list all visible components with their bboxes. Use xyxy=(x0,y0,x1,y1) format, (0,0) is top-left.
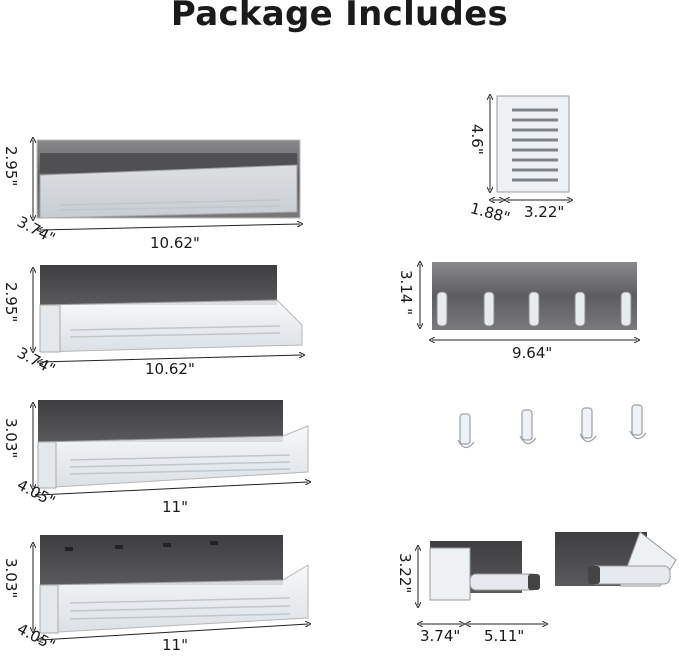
shelf-4-width-label: 11" xyxy=(162,636,188,654)
razor-holder-width-label: 3.22" xyxy=(524,203,565,221)
shelf-2-width-label: 10.62" xyxy=(145,360,195,378)
shelf-1-height-label: 2.95" xyxy=(2,146,20,187)
shelf-4-illustration xyxy=(33,535,308,640)
shelf-3-illustration xyxy=(33,400,308,495)
razor-holder-illustration xyxy=(490,96,570,200)
shelf-3-height-label: 3.03" xyxy=(2,418,20,459)
hook-rack-illustration xyxy=(420,262,637,340)
paper-holder-height-label: 3.22" xyxy=(396,553,414,594)
shelf-1-illustration xyxy=(33,140,300,230)
shelf-1-width-label: 10.62" xyxy=(150,234,200,252)
hook-rack-width-label: 9.64" xyxy=(512,344,553,362)
paper-holder-depth-label: 3.74" xyxy=(420,627,461,645)
shelf-2-illustration xyxy=(33,265,302,362)
shelf-4-height-label: 3.03" xyxy=(2,558,20,599)
hook-rack-height-label: 3.14 " xyxy=(397,270,415,316)
shelf-3-width-label: 11" xyxy=(162,498,188,516)
paper-holder-width-label: 5.11" xyxy=(484,627,525,645)
page-title: Package Includes xyxy=(170,0,509,34)
adhesive-hooks-illustration xyxy=(457,404,647,449)
razor-holder-height-label: 4.6" xyxy=(468,124,486,155)
paper-holder-illustration xyxy=(418,531,677,624)
shelf-2-height-label: 2.95" xyxy=(2,282,20,323)
